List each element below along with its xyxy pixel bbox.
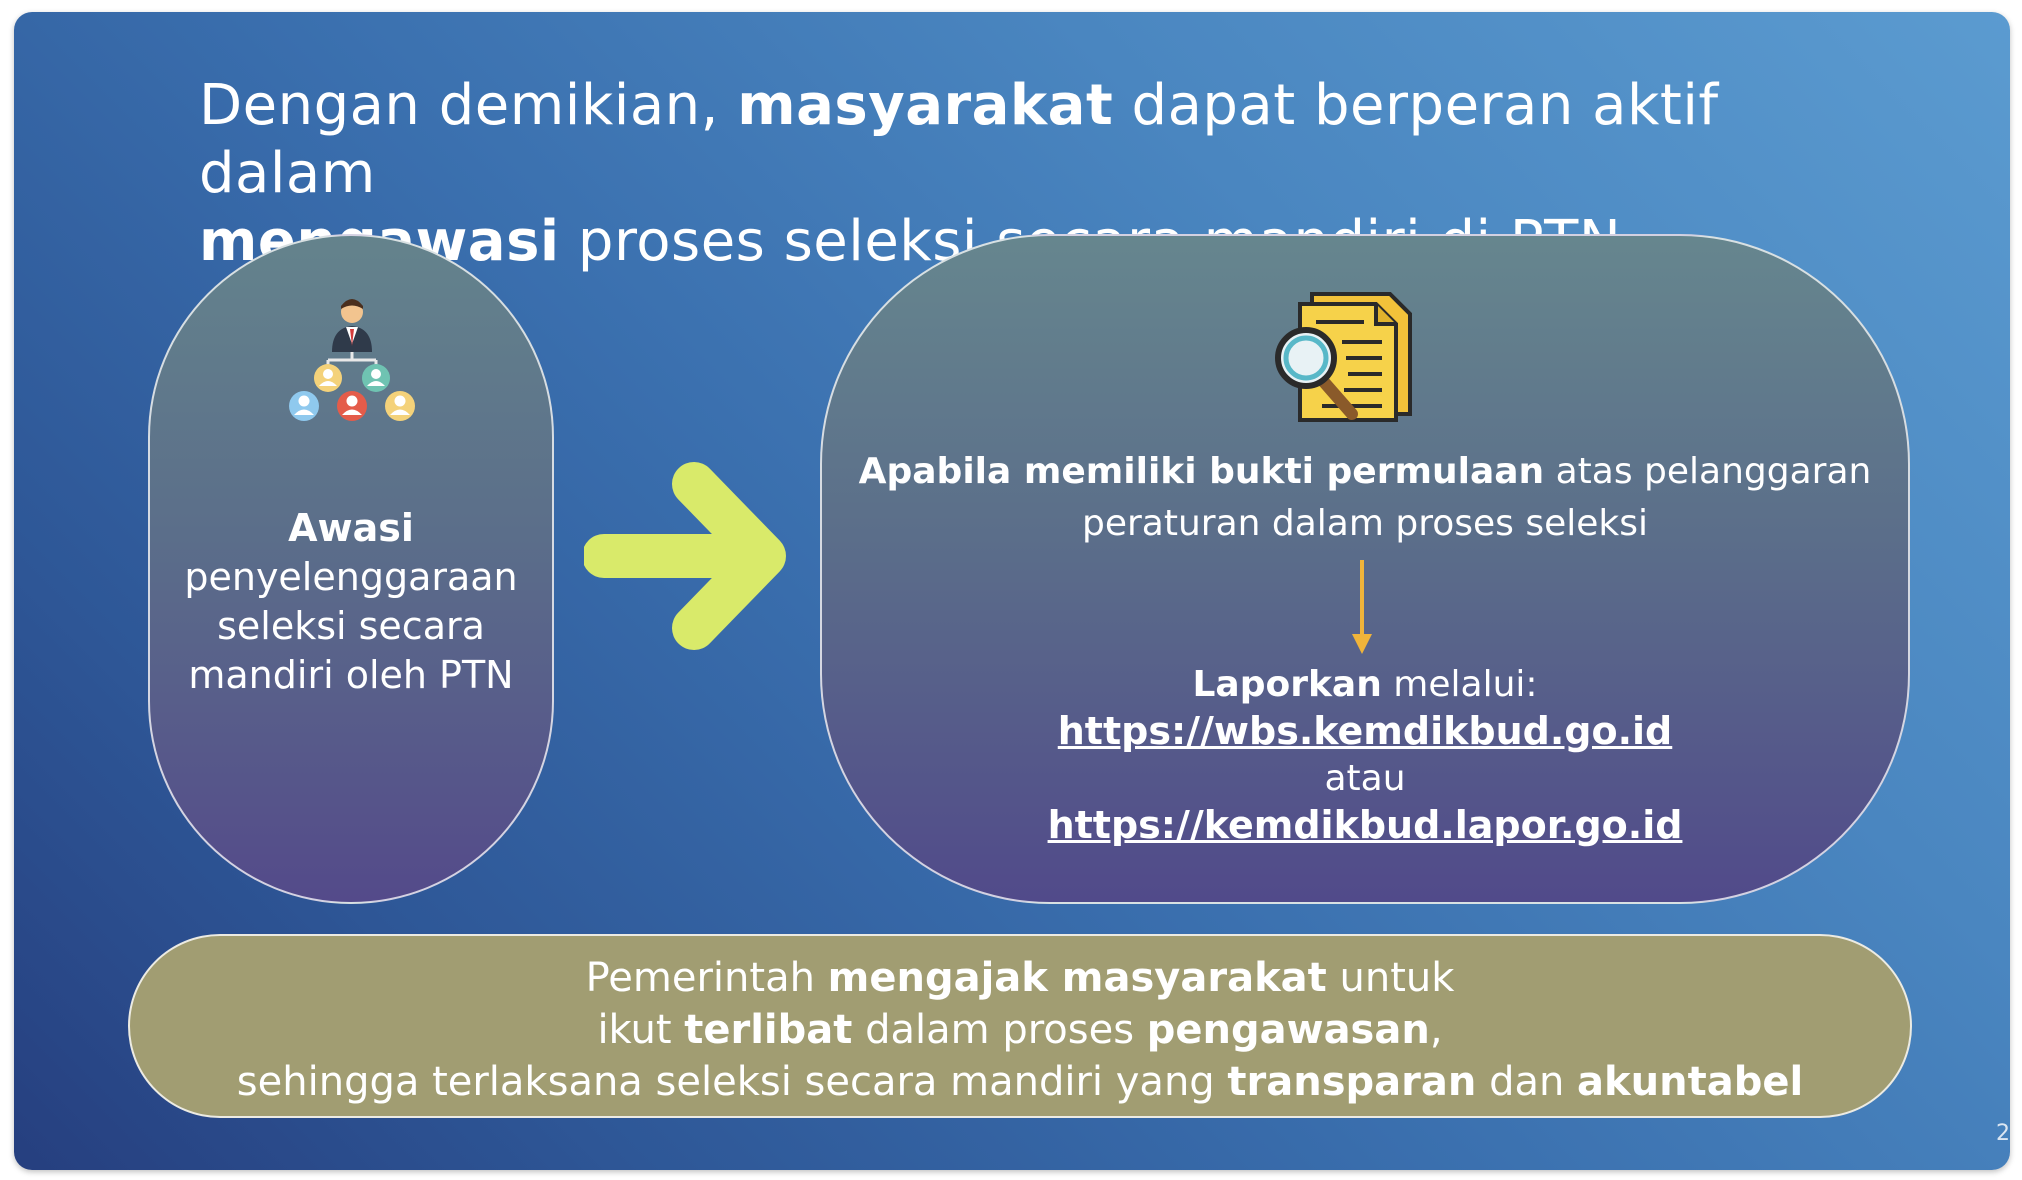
watch-card: Awasi penyelenggaraan seleksi secara man… bbox=[148, 234, 554, 904]
arrow-right-icon bbox=[584, 462, 786, 650]
banner-line: sehingga terlaksana seleksi secara mandi… bbox=[236, 1059, 1804, 1105]
report-label-bold: Laporkan bbox=[1192, 664, 1382, 705]
report-condition-rest: atas pelanggaran bbox=[1544, 451, 1872, 492]
call-to-action-banner: Pemerintah mengajak masyarakat untuk iku… bbox=[128, 934, 1912, 1118]
report-channels: Laporkan melalui: https://wbs.kemdikbud.… bbox=[822, 662, 1908, 850]
banner-line: ikut terlibat dalam proses pengawasan, bbox=[597, 1007, 1443, 1053]
report-label: Laporkan melalui: bbox=[822, 662, 1908, 708]
watch-line: penyelenggaraan bbox=[184, 555, 518, 599]
or-text: atau bbox=[1324, 758, 1406, 799]
document-magnifier-icon bbox=[1275, 292, 1412, 422]
title-text: Dengan demikian, bbox=[199, 73, 738, 138]
report-card: Apabila memiliki bukti permulaan atas pe… bbox=[820, 234, 1910, 904]
slide: Dengan demikian, masyarakat dapat berper… bbox=[14, 12, 2010, 1170]
wbs-link[interactable]: https://wbs.kemdikbud.go.id bbox=[1057, 709, 1673, 753]
page-number: 2 bbox=[1996, 1121, 2010, 1146]
watch-card-text: Awasi penyelenggaraan seleksi secara man… bbox=[150, 504, 552, 700]
lapor-link[interactable]: https://kemdikbud.lapor.go.id bbox=[1047, 803, 1683, 847]
watch-heading: Awasi bbox=[288, 506, 414, 550]
title-text: dapat berperan aktif dalam bbox=[199, 73, 1719, 206]
banner-line: Pemerintah mengajak masyarakat untuk bbox=[585, 955, 1455, 1001]
report-condition-line2: peraturan dalam proses seleksi bbox=[1081, 503, 1649, 544]
arrow-down-icon bbox=[1352, 560, 1372, 654]
report-condition-bold: Apabila memiliki bukti permulaan bbox=[858, 451, 1545, 492]
report-label-rest: melalui: bbox=[1381, 664, 1538, 705]
title-bold-text: masyarakat bbox=[737, 73, 1114, 138]
watch-line: seleksi secara bbox=[217, 604, 485, 648]
report-condition: Apabila memiliki bukti permulaan atas pe… bbox=[822, 446, 1908, 550]
watch-line: mandiri oleh PTN bbox=[188, 653, 514, 697]
organization-people-icon bbox=[289, 299, 415, 421]
